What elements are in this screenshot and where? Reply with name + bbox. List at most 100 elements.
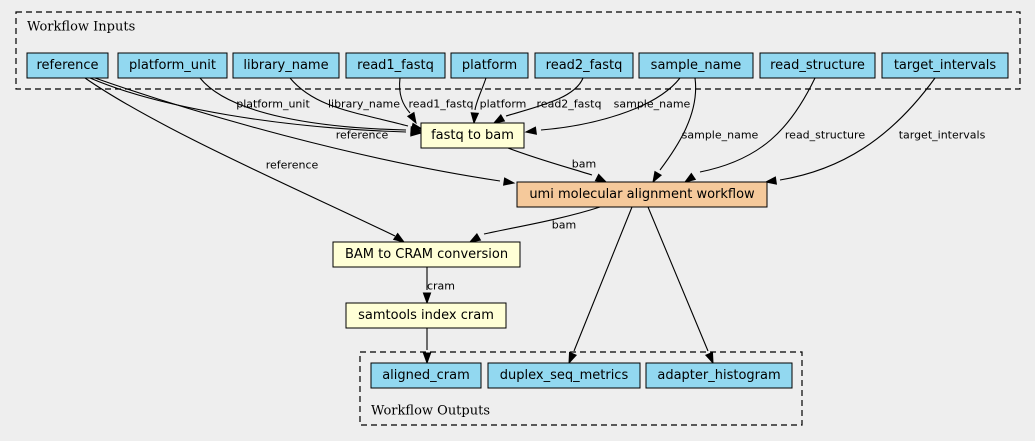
node-box [759, 52, 876, 79]
arrowhead [410, 122, 424, 132]
node-label: duplex_seq_metrics [500, 368, 629, 383]
node-adapter-histogram: adapter_histogram [645, 362, 793, 389]
node-box [534, 52, 634, 79]
cluster-workflow-outputs: Workflow Outputs [359, 351, 803, 426]
edge-samtools-index-to-aligned-cram [422, 328, 432, 365]
edge-line [659, 77, 697, 171]
node-target-intervals: target_intervals [881, 52, 1009, 79]
arrowhead [683, 172, 697, 183]
node-label: sample_name [651, 58, 742, 73]
edge-labels-layer: reference reference platform_unit library_n… [236, 98, 985, 293]
edge-label: read2_fastq [537, 98, 602, 111]
node-box [450, 52, 529, 79]
edge-platform-to-fastq-to-bam [470, 77, 487, 125]
node-library-name: library_name [232, 52, 340, 79]
arrowhead [764, 176, 778, 185]
node-label: library_name [243, 58, 328, 73]
cluster-inputs-label: Workflow Inputs [27, 20, 135, 35]
edge-reference-to-umi-workflow [94, 77, 516, 186]
arrowhead [704, 351, 714, 365]
node-aligned-cram: aligned_cram [370, 362, 482, 389]
edge-line [573, 206, 633, 352]
node-label: adapter_histogram [657, 368, 780, 383]
edge-label: platform [480, 98, 527, 111]
node-duplex-seq-metrics: duplex_seq_metrics [487, 362, 641, 389]
nodes-layer: reference platform_unit library_name read1_… [26, 52, 1009, 389]
clusters-layer: Workflow Inputs Workflow Outputs [15, 11, 1021, 426]
edge-label: sample_name [614, 98, 691, 111]
node-box [345, 52, 446, 79]
arrowhead [568, 351, 578, 365]
arrowhead [468, 233, 482, 243]
edge-target-intervals-to-umi-workflow [764, 77, 936, 185]
node-label: platform [462, 58, 517, 73]
edge-label: reference [266, 159, 319, 172]
node-box [117, 52, 228, 79]
edges-layer [84, 77, 936, 365]
edge-umi-workflow-to-bam-to-cram [468, 206, 601, 243]
edge-line [647, 206, 709, 352]
arrowhead [524, 126, 537, 135]
node-box [370, 362, 482, 389]
node-label: umi molecular alignment workflow [529, 187, 755, 202]
edge-read1-fastq-to-fastq-to-bam [399, 77, 417, 125]
node-platform-unit: platform_unit [117, 52, 228, 79]
edge-label: cram [427, 280, 455, 293]
edge-line [540, 77, 681, 131]
node-label: read_structure [770, 58, 865, 73]
arrowhead [492, 113, 506, 124]
node-read2-fastq: read2_fastq [534, 52, 634, 79]
edge-reference-to-bam-to-cram [84, 77, 406, 243]
node-label: reference [36, 58, 98, 73]
node-label: platform_unit [129, 58, 216, 73]
edge-umi-workflow-to-adapter-histogram [647, 206, 714, 365]
node-bam-to-cram: BAM to CRAM conversion [332, 241, 521, 268]
edge-line [399, 77, 411, 114]
edge-label: sample_name [682, 129, 759, 142]
node-sample-name: sample_name [638, 52, 754, 79]
edge-line [89, 77, 407, 133]
edge-label: reference [336, 129, 389, 142]
edge-label: read1_fastq [409, 98, 474, 111]
node-box [516, 181, 768, 208]
node-label: target_intervals [894, 58, 997, 73]
node-box [26, 52, 109, 79]
node-label: aligned_cram [382, 368, 470, 383]
node-label: samtools index cram [358, 308, 494, 323]
edge-read2-fastq-to-fastq-to-bam [492, 77, 584, 124]
node-read1-fastq: read1_fastq [345, 52, 446, 79]
edge-line [94, 77, 501, 182]
node-box [232, 52, 340, 79]
node-fastq-to-bam: fastq to bam [420, 122, 525, 149]
edge-label: library_name [328, 98, 400, 111]
edge-fastq-to-bam-to-umi-workflow [507, 147, 608, 183]
node-platform: platform [450, 52, 529, 79]
arrowhead [502, 177, 516, 186]
edge-line [699, 77, 816, 173]
edge-label: bam [552, 219, 576, 232]
node-box [645, 362, 793, 389]
node-box [420, 122, 525, 149]
edge-library-name-to-fastq-to-bam [289, 77, 424, 132]
edge-sample-name-to-fastq-to-bam [524, 77, 681, 135]
edge-label: read_structure [785, 129, 865, 142]
edge-label: platform_unit [236, 98, 310, 111]
arrowhead [422, 352, 432, 365]
cluster-outputs-label: Workflow Outputs [371, 404, 490, 419]
node-label: read2_fastq [546, 58, 623, 73]
cluster-workflow-inputs: Workflow Inputs [15, 11, 1021, 90]
arrowhead [392, 232, 406, 243]
edge-umi-workflow-to-duplex-seq-metrics [568, 206, 633, 365]
edge-bam-to-cram-to-samtools-index [422, 267, 432, 305]
node-box [332, 241, 521, 268]
node-umi-workflow: umi molecular alignment workflow [516, 181, 768, 208]
edge-read-structure-to-umi-workflow [683, 77, 816, 183]
node-box [345, 302, 507, 329]
edge-label: bam [572, 158, 596, 171]
arrowhead [406, 111, 417, 125]
edge-line [779, 77, 936, 181]
edge-label: target_intervals [899, 129, 986, 142]
node-box [638, 52, 754, 79]
arrowhead [470, 112, 480, 125]
